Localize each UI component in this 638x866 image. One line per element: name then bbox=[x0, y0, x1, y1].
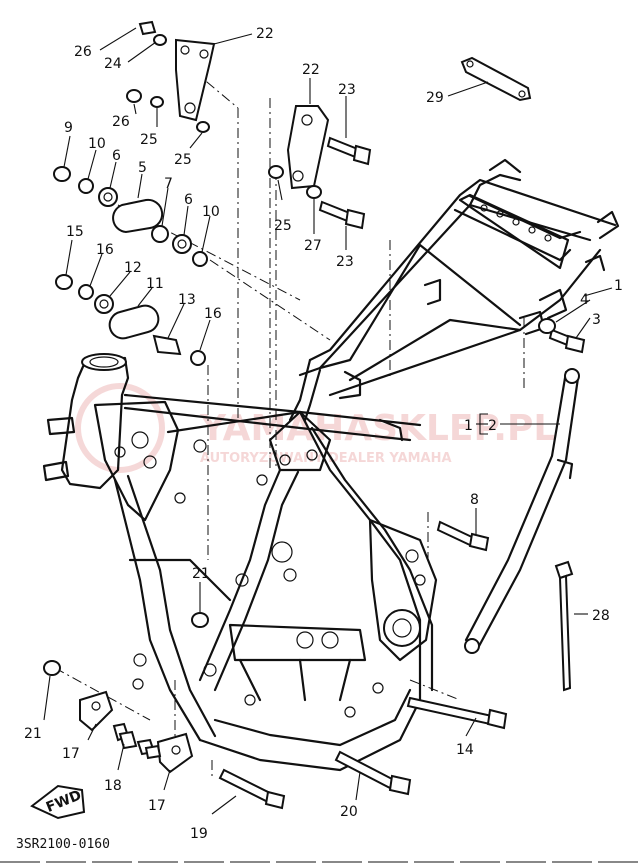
label-16-right: 16 bbox=[204, 306, 222, 322]
label-10-left: 10 bbox=[88, 136, 106, 152]
label-17-right: 17 bbox=[148, 798, 166, 814]
label-22-right: 22 bbox=[302, 62, 320, 78]
label-13: 13 bbox=[178, 292, 196, 308]
label-17-left: 17 bbox=[62, 746, 80, 762]
label-6-left: 6 bbox=[112, 148, 121, 164]
label-18: 18 bbox=[104, 778, 122, 794]
callout-leaders bbox=[43, 27, 613, 815]
label-28: 28 bbox=[592, 608, 610, 624]
engine-bracket-22-left bbox=[126, 20, 216, 133]
label-25-right: 25 bbox=[274, 218, 292, 234]
bolts bbox=[218, 318, 586, 810]
label-5: 5 bbox=[138, 160, 147, 176]
watermark-tagline: AUTORYZOWANY DEALER YAMAHA bbox=[200, 451, 452, 466]
rear-subframe bbox=[288, 158, 620, 442]
watermark-brand: YAMAHASKLEP.PL bbox=[199, 408, 556, 449]
label-26-top: 26 bbox=[74, 44, 92, 60]
label-26-mid: 26 bbox=[112, 114, 130, 130]
engine-bracket-22-right bbox=[268, 105, 372, 230]
label-3: 3 bbox=[592, 312, 601, 328]
label-27: 27 bbox=[304, 238, 322, 254]
label-21-mid: 21 bbox=[192, 566, 210, 582]
label-22-left: 22 bbox=[256, 26, 274, 42]
label-11: 11 bbox=[146, 276, 164, 292]
label-25-center: 25 bbox=[174, 152, 192, 168]
label-19: 19 bbox=[190, 826, 208, 842]
label-16-left: 16 bbox=[96, 242, 114, 258]
document-code: 3SR2100-0160 bbox=[16, 837, 110, 852]
label-7: 7 bbox=[164, 176, 173, 192]
label-1-top: 1 bbox=[614, 278, 623, 294]
part-29-stay bbox=[460, 56, 532, 102]
cable-tie-28 bbox=[554, 560, 574, 692]
lower-left-hardware bbox=[43, 612, 209, 774]
label-23-bottom: 23 bbox=[336, 254, 354, 270]
label-9: 9 bbox=[64, 120, 73, 136]
label-23-top: 23 bbox=[338, 82, 356, 98]
label-14: 14 bbox=[456, 742, 474, 758]
label-4: 4 bbox=[580, 292, 589, 308]
label-1-mid: 1 bbox=[464, 418, 473, 434]
label-24: 24 bbox=[104, 56, 122, 72]
watermark: YAMAHASKLEP.PL AUTORYZOWANY DEALER YAMAH… bbox=[75, 383, 556, 473]
label-20: 20 bbox=[340, 804, 358, 820]
rear-frame-arm bbox=[464, 368, 580, 654]
part-number-labels: 26 24 22 22 29 26 25 25 23 9 10 6 5 7 6 … bbox=[24, 26, 623, 842]
fwd-arrow: FWD bbox=[30, 784, 86, 820]
mount-hardware bbox=[53, 166, 208, 366]
label-29: 29 bbox=[426, 90, 444, 106]
label-2: 2 bbox=[488, 418, 497, 434]
label-25-left: 25 bbox=[140, 132, 158, 148]
label-15: 15 bbox=[66, 224, 84, 240]
label-6-right: 6 bbox=[184, 192, 193, 208]
label-12: 12 bbox=[124, 260, 142, 276]
label-10-right: 10 bbox=[202, 204, 220, 220]
label-21-bottom: 21 bbox=[24, 726, 42, 742]
label-8: 8 bbox=[470, 492, 479, 508]
